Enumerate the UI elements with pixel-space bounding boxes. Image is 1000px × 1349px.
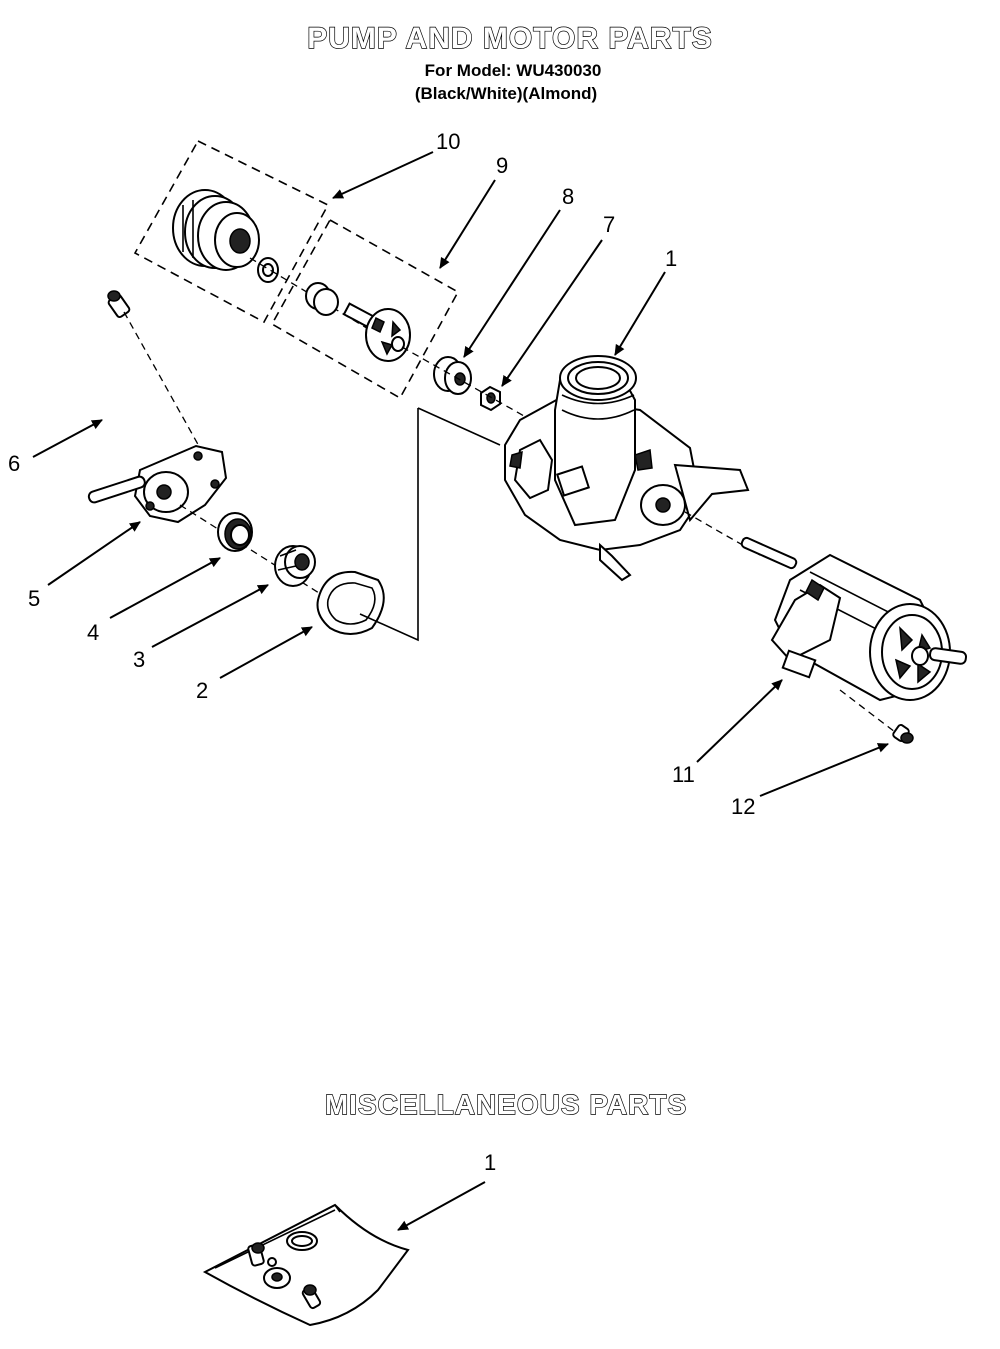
colors-line: (Black/White)(Almond): [415, 84, 597, 103]
leader-arrows: [32, 151, 889, 797]
misc-callout-1: 1: [484, 1150, 496, 1175]
part-12-screw: [892, 724, 914, 744]
part-9-dashed-box: [270, 218, 460, 400]
part-8-seal: [433, 356, 472, 395]
part-3-grommet: [274, 545, 316, 587]
callout-2: 2: [196, 678, 208, 703]
misc-part-1-hardware-bag: [202, 1203, 410, 1327]
part-2-gasket: [316, 570, 385, 635]
part-4-seal-ring: [217, 512, 253, 552]
part-5-pump-cover: [87, 444, 228, 524]
callout-6: 6: [8, 451, 20, 476]
callout-5: 5: [28, 586, 40, 611]
callout-12: 12: [731, 794, 755, 819]
callout-10: 10: [436, 129, 460, 154]
assembly-bracket-line: [359, 408, 419, 642]
part-11-motor: [740, 536, 968, 702]
part-1-pump-housing: [504, 355, 750, 582]
callout-9: 9: [496, 153, 508, 178]
misc-section-title: MISCELLANEOUS PARTS: [325, 1089, 687, 1120]
callout-11: 11: [672, 762, 695, 787]
callout-4: 4: [87, 620, 99, 645]
part-6-screw: [107, 290, 131, 319]
model-line: For Model: WU430030: [425, 61, 602, 80]
misc-screw-a: [247, 1242, 265, 1267]
misc-nut: [263, 1257, 291, 1289]
part-10-filter-drum: [172, 189, 260, 271]
misc-screw-b: [301, 1284, 322, 1310]
part-10-dashed-box: [133, 139, 330, 324]
part-9-impeller: [342, 302, 411, 362]
pump-section-title: PUMP AND MOTOR PARTS: [307, 22, 713, 55]
part-10-ring: [257, 257, 279, 283]
callout-7: 7: [603, 212, 615, 237]
callout-1: 1: [665, 246, 677, 271]
callout-3: 3: [133, 647, 145, 672]
part-9-group: [270, 218, 460, 400]
part-7-nut: [480, 385, 501, 412]
part-9-bushing: [305, 282, 339, 316]
misc-clamp: [286, 1231, 318, 1251]
callout-8: 8: [562, 184, 574, 209]
